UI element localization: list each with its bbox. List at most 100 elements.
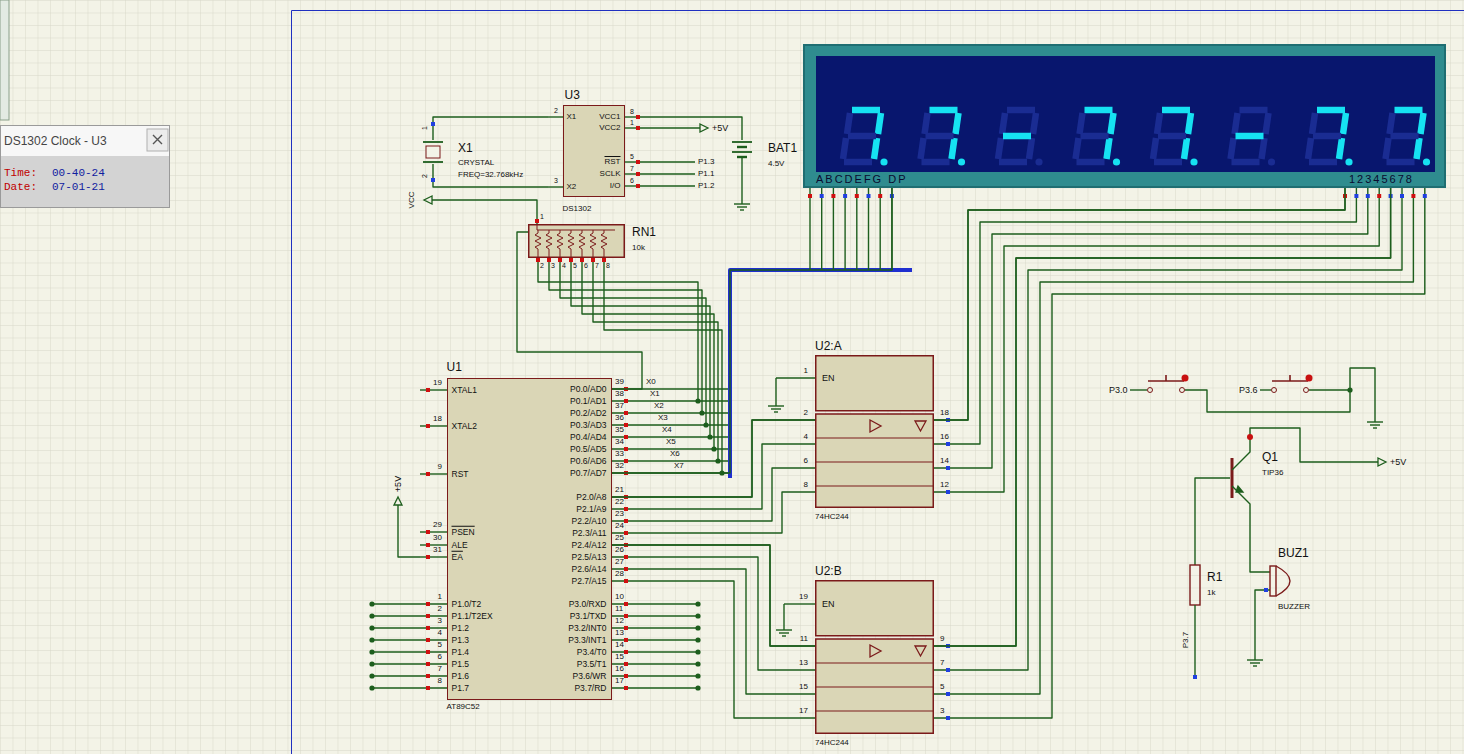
wire <box>856 188 857 270</box>
pin <box>548 186 563 187</box>
pin-label: 17 <box>615 677 624 685</box>
pin-label: 1 <box>540 213 544 220</box>
wire <box>372 603 447 604</box>
part-label: BAT1 <box>768 142 797 154</box>
pin-label: 8 <box>438 677 442 685</box>
pin-label: 12 <box>615 617 624 625</box>
buffer-symbol <box>915 421 926 431</box>
pin-marker <box>426 650 430 654</box>
pin-label: 25 <box>615 534 624 542</box>
pin-name: Time: <box>4 168 37 179</box>
wire <box>809 188 810 270</box>
pin-marker <box>624 447 628 451</box>
display-segment <box>1387 159 1415 166</box>
pin-label: X0 <box>646 378 656 386</box>
pin-label: +5V <box>394 476 403 492</box>
wire <box>612 545 815 646</box>
display-point <box>1423 158 1430 165</box>
display-point <box>1035 158 1042 165</box>
wire <box>433 164 548 187</box>
pin-marker <box>426 626 430 630</box>
pin-label: 36 <box>615 414 624 422</box>
pin-label: 19 <box>799 593 808 601</box>
pin-label: 12 <box>940 481 949 489</box>
wire <box>833 188 834 270</box>
pin-marker <box>624 626 628 630</box>
pin-name: P2.4/A12 <box>572 540 607 549</box>
ground-symbol <box>1247 659 1263 660</box>
ground-symbol <box>779 632 789 633</box>
part-label: U2:A <box>815 340 842 352</box>
wire <box>612 412 730 413</box>
junction-dot <box>369 649 374 654</box>
button-indicator <box>1182 375 1189 382</box>
pin-marker <box>1377 194 1381 198</box>
display-segment <box>1386 138 1389 159</box>
pin-name: P1.0/T2 <box>452 599 482 608</box>
pin-marker <box>426 686 430 690</box>
pin-name: 07-01-21 <box>52 182 105 193</box>
pin-marker <box>1400 194 1404 198</box>
buffer-chip: U2:B74HC244EN <box>815 580 934 734</box>
pin-marker <box>624 567 628 571</box>
pin-label: 3 <box>438 617 442 625</box>
pin-label: 16 <box>615 665 624 673</box>
resistor-symbol <box>557 230 563 258</box>
display-segment <box>925 113 928 134</box>
pin-marker <box>624 579 628 583</box>
pin-name: EN <box>822 374 835 383</box>
pin-marker <box>426 662 430 666</box>
display-point <box>1345 158 1352 165</box>
display-segment <box>1343 113 1346 134</box>
pin-label: X1 <box>650 390 660 398</box>
crystal-symbol <box>423 141 443 143</box>
pin-label: 3 <box>940 707 944 715</box>
pin-name: P2.3/A11 <box>572 528 606 537</box>
wire <box>934 188 1345 420</box>
wire <box>1232 486 1270 572</box>
resistor-symbol <box>590 230 596 258</box>
display-segment <box>1076 138 1079 159</box>
row-divider <box>815 711 934 712</box>
pin-name: VCC2 <box>599 124 620 132</box>
display-segment <box>1312 113 1315 134</box>
pin-label: 2 <box>804 409 808 417</box>
pin-name: P3.3/INT1 <box>568 635 606 644</box>
display-segment <box>1266 113 1269 134</box>
wire <box>934 188 1413 694</box>
pin-label: 13 <box>799 659 808 667</box>
resistor-symbol <box>1190 565 1200 605</box>
display-segment <box>1002 113 1005 134</box>
ground-symbol <box>1373 427 1377 428</box>
resistor-symbol <box>546 230 552 258</box>
transistor-arrow <box>1236 486 1243 492</box>
pin-label: 18 <box>433 415 442 423</box>
pin-label: 19 <box>433 379 442 387</box>
part-label: RN1 <box>632 226 656 238</box>
wire-connector <box>612 420 815 497</box>
pin-name: 10k <box>632 244 645 252</box>
ground-symbol <box>734 203 750 204</box>
display-point <box>958 158 965 165</box>
pin-marker <box>946 668 950 672</box>
wire <box>612 444 815 509</box>
buffer-body <box>816 414 934 507</box>
pin-label: 26 <box>615 546 624 554</box>
pin-marker <box>946 466 950 470</box>
pin-label: 8 <box>630 108 634 115</box>
pin-label: 4 <box>562 262 566 269</box>
display-segment <box>1232 159 1260 166</box>
pin-label: 29 <box>433 521 442 529</box>
pin-label: X3 <box>658 414 668 422</box>
part-label: X1 <box>458 142 473 154</box>
ground-symbol <box>775 398 776 406</box>
part-label: U3 <box>565 89 580 101</box>
pin-label: 37 <box>615 402 624 410</box>
wire <box>604 258 722 473</box>
wire <box>1255 590 1270 652</box>
wire <box>612 492 815 533</box>
display-segment <box>847 113 850 134</box>
pin-marker <box>1354 194 1358 198</box>
pin-name: I/O <box>610 182 621 190</box>
resistor-symbol <box>579 230 585 258</box>
